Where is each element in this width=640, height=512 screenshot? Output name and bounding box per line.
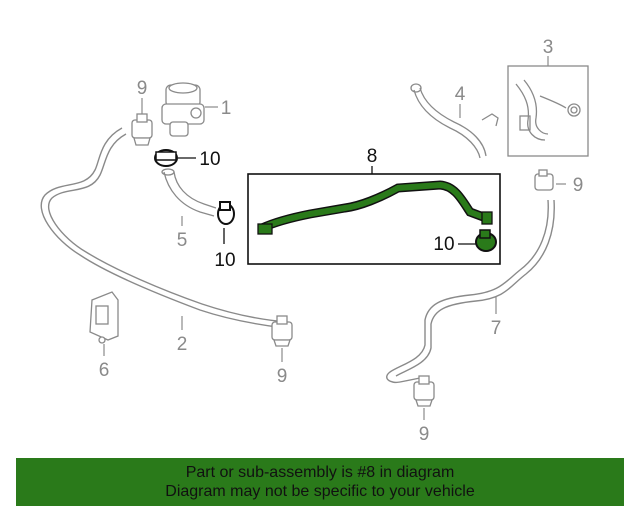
callout-4: 4 — [455, 84, 466, 105]
part-3-box — [507, 65, 589, 157]
callout-7: 7 — [491, 318, 502, 339]
clip-part-9-top-left — [131, 113, 153, 146]
valve-part-1 — [161, 82, 205, 137]
bracket-part-6 — [89, 291, 119, 344]
callout-2: 2 — [177, 334, 188, 355]
callout-10-upper: 10 — [199, 149, 220, 170]
callout-9-right: 9 — [573, 175, 584, 196]
callout-3: 3 — [543, 37, 554, 58]
callout-6: 6 — [99, 360, 110, 381]
callout-10-box: 10 — [433, 234, 454, 255]
clamp-part-10-upper — [154, 149, 178, 167]
clip-part-9-bottom-right — [413, 375, 435, 407]
callout-5: 5 — [177, 230, 188, 251]
highlighted-hose-part-8[interactable] — [257, 180, 493, 235]
info-banner: Part or sub-assembly is #8 in diagram Di… — [16, 458, 624, 506]
clamp-part-10-box — [475, 229, 497, 252]
clip-part-9-bottom-middle — [271, 315, 293, 347]
banner-line-2: Diagram may not be specific to your vehi… — [165, 483, 475, 500]
hose-part-7 — [386, 199, 555, 384]
callout-8: 8 — [367, 146, 378, 167]
clamp-part-10-middle — [217, 201, 235, 225]
callout-9-top-left: 9 — [137, 78, 148, 99]
hose-part-2 — [40, 127, 288, 329]
hose-assembly-part-3 — [515, 79, 581, 141]
hose-part-4 — [410, 83, 499, 159]
callout-1: 1 — [221, 98, 232, 119]
callout-9-bottom-right: 9 — [419, 424, 430, 445]
clip-part-9-right — [534, 169, 554, 191]
callout-9-bottom-middle: 9 — [277, 366, 288, 387]
hose-part-5 — [161, 168, 217, 217]
callout-10-middle: 10 — [214, 250, 235, 271]
banner-line-1: Part or sub-assembly is #8 in diagram — [185, 464, 455, 481]
